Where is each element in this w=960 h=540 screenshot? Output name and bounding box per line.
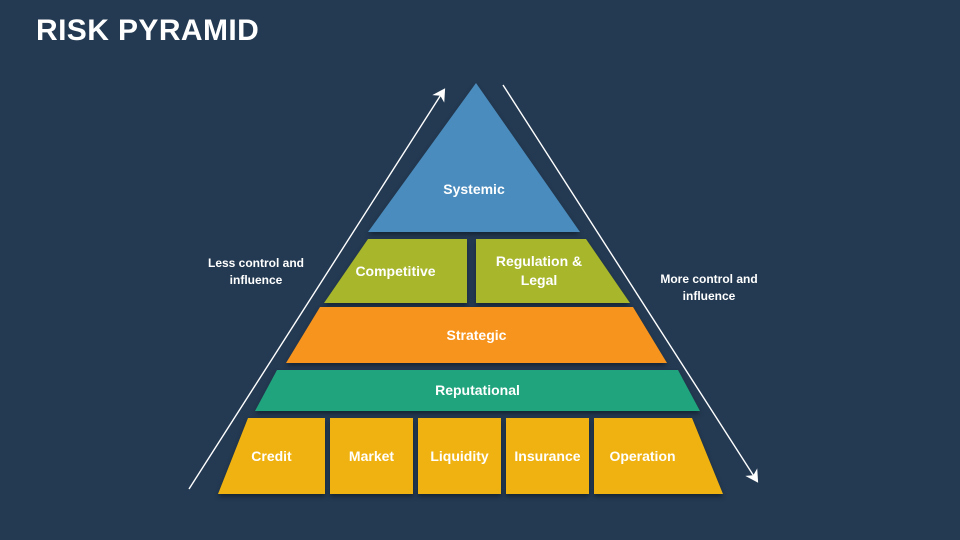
pyramid-level-systemic: Systemic — [368, 83, 580, 232]
pyramid-level-regulation-legal: Regulation & Legal — [476, 239, 630, 303]
level-label: Operation — [609, 447, 676, 464]
pyramid-level-liquidity: Liquidity — [418, 418, 501, 494]
less-control-annotation: Less control and influence — [207, 256, 305, 288]
pyramid-level-operation: Operation — [594, 418, 723, 494]
level-label: Credit — [251, 447, 292, 464]
level-label: Liquidity — [430, 447, 489, 464]
pyramid-level-competitive: Competitive — [324, 239, 467, 303]
level-label: Strategic — [446, 326, 507, 343]
level-label: Reputational — [435, 382, 520, 399]
pyramid-level-reputational: Reputational — [255, 370, 700, 411]
level-label: Insurance — [514, 447, 581, 464]
level-label: Market — [348, 447, 395, 464]
pyramid-level-insurance: Insurance — [506, 418, 589, 494]
pyramid-level-market: Market — [330, 418, 413, 494]
pyramid-level-credit: Credit — [218, 418, 325, 494]
level-label: Regulation & Legal — [495, 253, 583, 288]
slide-title: RISK PYRAMID — [36, 14, 260, 47]
level-label: Systemic — [443, 181, 505, 198]
descending-arrow-icon — [502, 84, 759, 483]
pyramid-level-strategic: Strategic — [286, 307, 667, 363]
ascending-arrow-icon — [188, 88, 446, 490]
level-label: Competitive — [355, 262, 436, 279]
more-control-annotation: More control and influence — [660, 272, 758, 304]
